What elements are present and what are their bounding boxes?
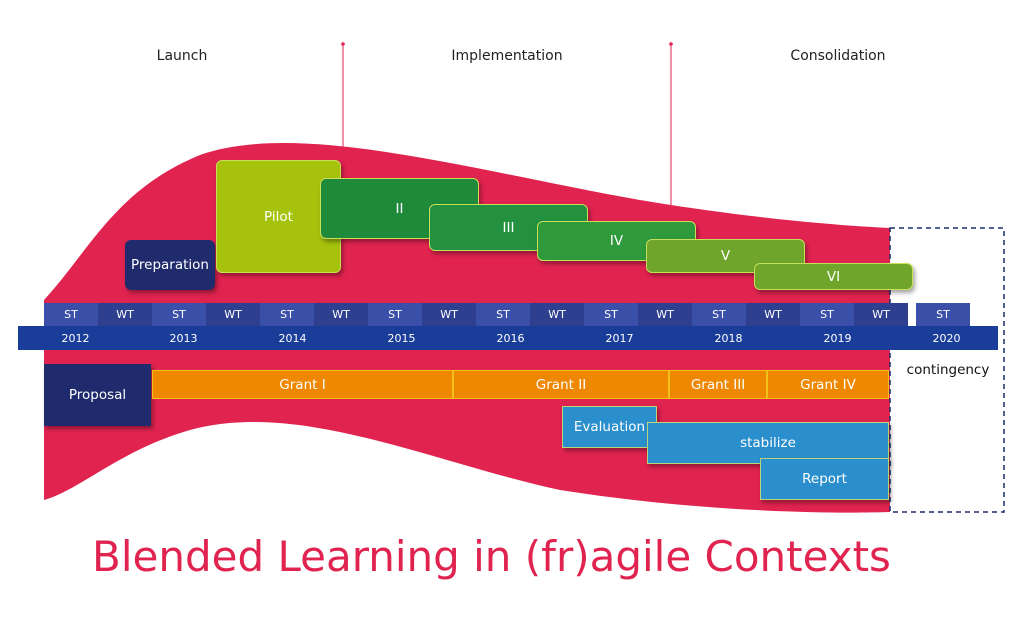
- grant-iv-bar: Grant IV: [767, 370, 889, 399]
- year-label: 2016: [496, 331, 525, 345]
- year-label: 2017: [605, 331, 634, 345]
- contingency-frame: [889, 227, 1005, 513]
- stage-vi: VI: [754, 263, 913, 290]
- year-label: 2019: [823, 331, 852, 345]
- grant-ii-bar: Grant II: [453, 370, 669, 399]
- year-label: 2012: [61, 331, 90, 345]
- diagram-title: Blended Learning in (fr)agile Contexts: [92, 532, 891, 581]
- phase-consolidation: Consolidation: [790, 48, 886, 64]
- semester-cell: ST: [476, 303, 530, 326]
- stage-pilot: Pilot: [216, 160, 341, 273]
- semester-cell: WT: [854, 303, 908, 326]
- year-label: 2014: [278, 331, 307, 345]
- evaluation-box: Evaluation: [562, 406, 657, 448]
- year-label: 2018: [714, 331, 743, 345]
- stabilize-box: stabilize: [647, 422, 889, 464]
- semester-cell: ST: [800, 303, 854, 326]
- grant-iii-bar: Grant III: [669, 370, 767, 399]
- grant-i-bar: Grant I: [152, 370, 453, 399]
- semester-cell: WT: [638, 303, 692, 326]
- semester-cell: ST: [584, 303, 638, 326]
- proposal-box: Proposal: [44, 364, 151, 426]
- semester-cell: ST: [152, 303, 206, 326]
- semester-cell: WT: [422, 303, 476, 326]
- semester-cell: WT: [206, 303, 260, 326]
- semester-cell: ST: [916, 303, 970, 326]
- semester-cell: ST: [368, 303, 422, 326]
- phase-implementation: Implementation: [451, 48, 563, 64]
- semester-cell: WT: [530, 303, 584, 326]
- semester-cell: ST: [44, 303, 98, 326]
- year-bar: [18, 326, 998, 350]
- phase-launch: Launch: [156, 48, 208, 64]
- stage-preparation: Preparation: [125, 240, 215, 290]
- semester-cell: WT: [314, 303, 368, 326]
- year-label: 2013: [169, 331, 198, 345]
- semester-cell: ST: [260, 303, 314, 326]
- year-label: 2020: [932, 331, 961, 345]
- contingency-label: contingency: [906, 362, 990, 378]
- year-label: 2015: [387, 331, 416, 345]
- semester-cell: WT: [746, 303, 800, 326]
- semester-cell: WT: [98, 303, 152, 326]
- report-box: Report: [760, 458, 889, 500]
- semester-cell: ST: [692, 303, 746, 326]
